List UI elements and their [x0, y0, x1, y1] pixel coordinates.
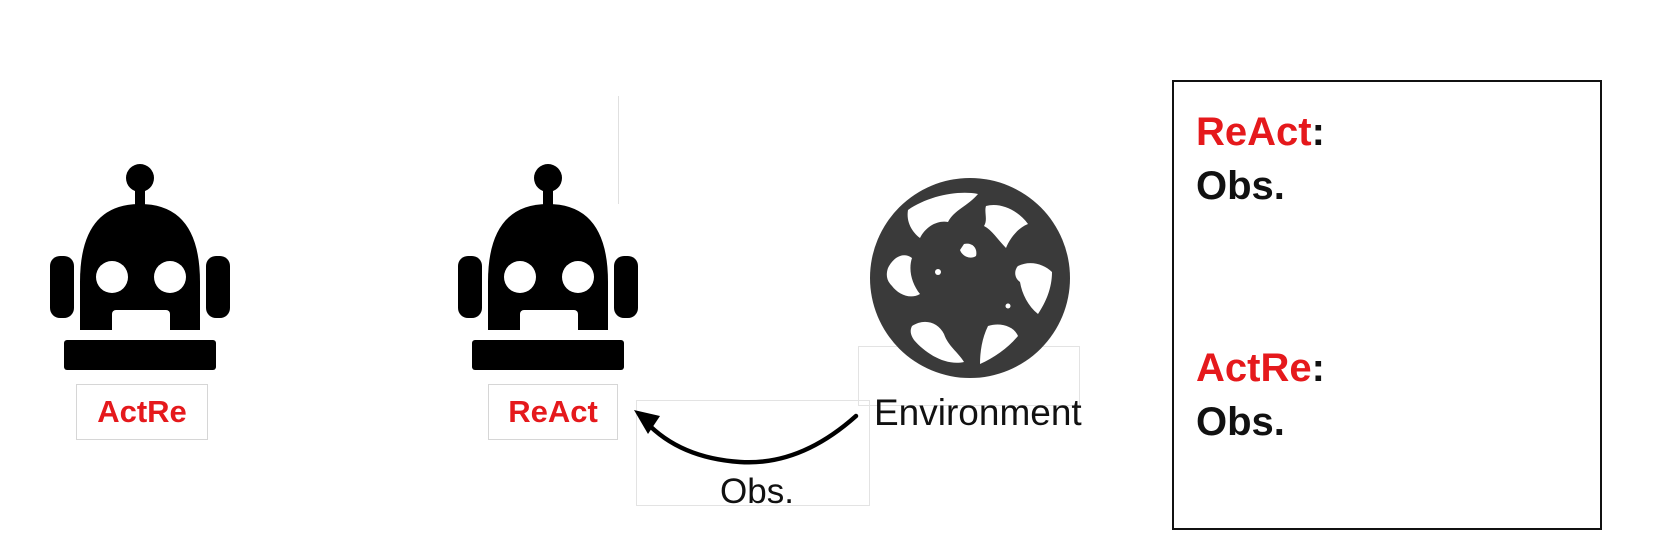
panel-entry-react-value: Obs. — [1196, 164, 1285, 208]
obs-arrow — [634, 410, 859, 465]
robot-icon-react — [458, 164, 638, 370]
panel-entry-react-heading: ReAct: — [1196, 110, 1325, 155]
faint-frame-top — [618, 96, 619, 204]
globe-icon — [870, 178, 1070, 378]
panel-entry-react-name: ReAct — [1196, 110, 1312, 154]
panel-entry-actre-heading: ActRe: — [1196, 346, 1325, 391]
trajectory-panel: ReAct: Obs. ActRe: Obs. — [1172, 80, 1602, 530]
agent-label-actre: ActRe — [76, 384, 208, 440]
robot-icon-actre — [50, 164, 230, 370]
faint-frame-obs — [636, 400, 870, 506]
environment-label: Environment — [874, 392, 1082, 433]
agent-label-react: ReAct — [488, 384, 618, 440]
panel-entry-react-separator: : — [1311, 110, 1325, 154]
panel-entry-actre-value: Obs. — [1196, 400, 1285, 444]
obs-arrow-label: Obs. — [720, 472, 794, 511]
panel-entry-actre-name: ActRe — [1196, 346, 1312, 390]
panel-entry-actre-separator: : — [1311, 346, 1325, 390]
